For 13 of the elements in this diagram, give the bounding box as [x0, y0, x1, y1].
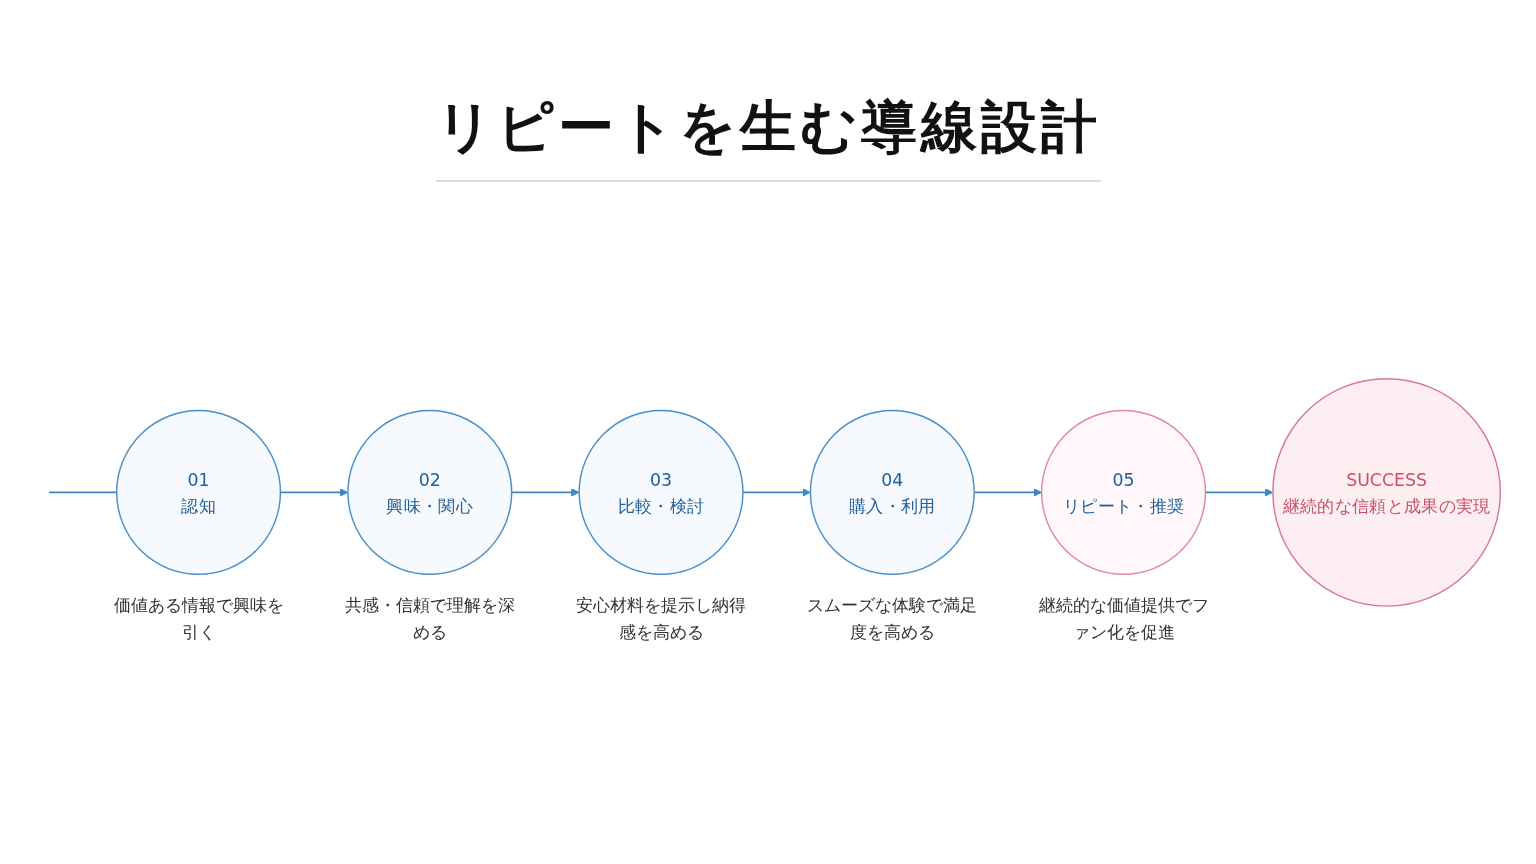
step-description: 安心材料を提示し納得感を高める: [576, 593, 747, 645]
step-description: 価値ある情報で興味を引く: [113, 593, 284, 645]
step-description: 継続的な価値提供でファン化を促進: [1038, 593, 1209, 645]
node-circle: 01 認知: [115, 409, 282, 575]
node-circle: 02 興味・関心: [347, 409, 513, 575]
title: リピートを生む導線設計: [435, 90, 1101, 182]
arrow: [742, 487, 811, 497]
node-circle: 05 リピート・推奨: [1040, 409, 1207, 575]
node-circle: 04 購入・利用: [809, 409, 975, 575]
step-description: 共感・信頼で理解を深める: [344, 593, 515, 645]
step-description: スムーズな体験で満足度を高める: [807, 593, 978, 645]
node-circle: 03 比較・検討: [578, 409, 744, 575]
node-circle: SUCCESS 継続的な信頼と成果の実現: [1272, 377, 1501, 607]
